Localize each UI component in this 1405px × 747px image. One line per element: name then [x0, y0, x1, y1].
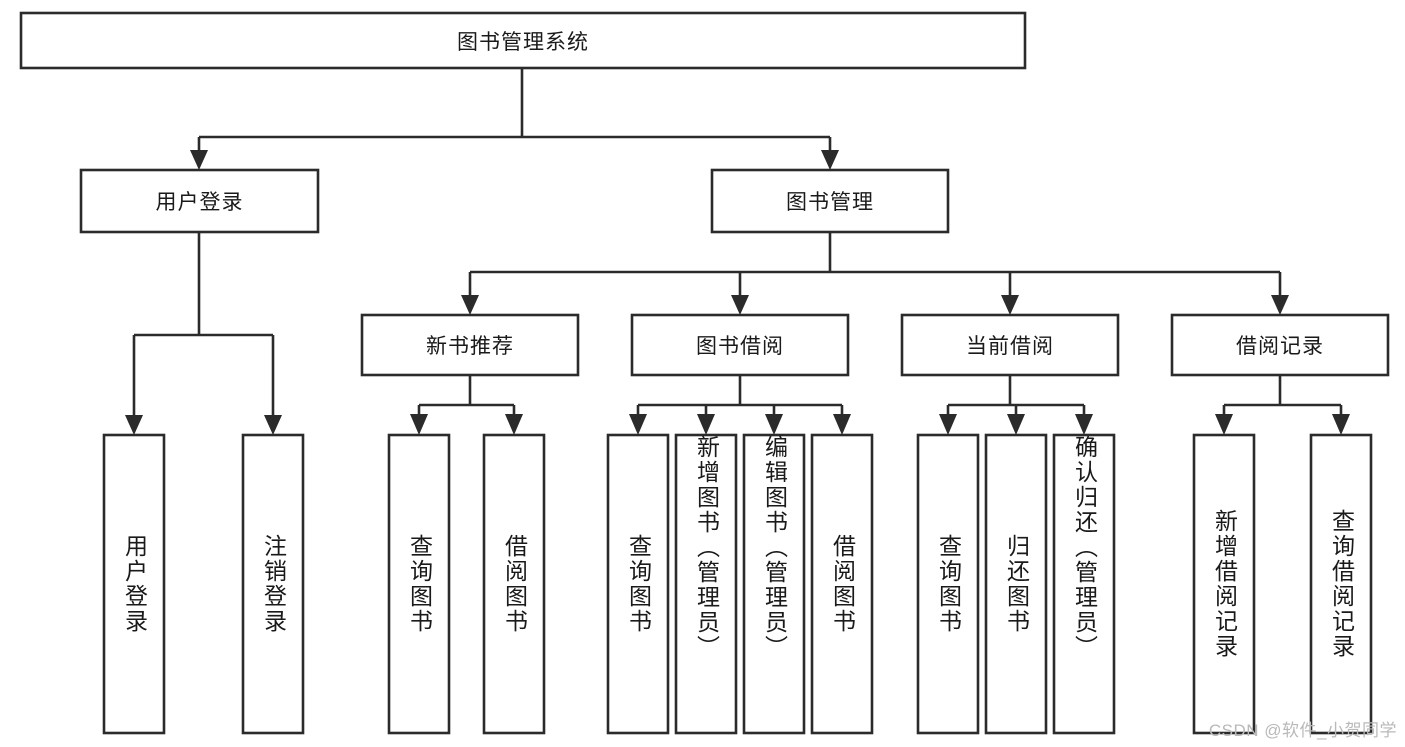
- arrowhead-leaf-add-book: [697, 414, 715, 435]
- connectors-layer: [125, 68, 1350, 435]
- node-book-manage[interactable]: [710, 168, 950, 234]
- node-leaf-return-book[interactable]: [984, 433, 1048, 735]
- node-new-book-recommend[interactable]: [360, 313, 580, 377]
- arrowhead-leaf-query-book-2: [629, 414, 647, 435]
- arrowhead-leaf-borrow-book-2: [833, 414, 851, 435]
- node-leaf-borrow-book-2[interactable]: [810, 433, 874, 735]
- node-leaf-add-record[interactable]: [1192, 433, 1256, 735]
- arrowhead-leaf-borrow-book-1: [505, 414, 523, 435]
- arrowhead-book-manage: [821, 150, 839, 170]
- watermark-text: CSDN @软件_小贺同学: [1208, 721, 1397, 740]
- arrowhead-new-book-recommend: [461, 295, 479, 315]
- arrowhead-leaf-user-logout: [264, 415, 282, 435]
- arrowhead-borrow-record: [1271, 295, 1289, 315]
- arrowhead-leaf-query-book-1: [410, 414, 428, 435]
- arrowhead-leaf-user-login: [125, 415, 143, 435]
- node-leaf-query-book-1[interactable]: [387, 433, 451, 735]
- arrowhead-book-borrow: [731, 295, 749, 315]
- arrowhead-leaf-return-book: [1007, 414, 1025, 435]
- node-leaf-query-record[interactable]: [1309, 433, 1373, 735]
- node-book-borrow[interactable]: [630, 313, 850, 377]
- node-leaf-confirm-return[interactable]: [1052, 433, 1116, 735]
- arrowhead-user-login: [190, 150, 208, 170]
- arrowhead-leaf-query-book-3: [939, 414, 957, 435]
- arrowhead-leaf-add-record: [1215, 414, 1233, 435]
- node-current-borrow[interactable]: [900, 313, 1120, 377]
- node-leaf-query-book-3[interactable]: [916, 433, 980, 735]
- arrowhead-leaf-confirm-return: [1075, 414, 1093, 435]
- node-leaf-user-logout[interactable]: [241, 433, 305, 735]
- node-leaf-borrow-book-1[interactable]: [482, 433, 546, 735]
- node-leaf-edit-book[interactable]: [742, 433, 806, 735]
- arrowhead-leaf-query-record: [1332, 414, 1350, 435]
- node-user-login[interactable]: [79, 168, 320, 234]
- node-root[interactable]: [19, 11, 1027, 70]
- nodes-layer: [19, 11, 1390, 735]
- node-leaf-query-book-2[interactable]: [606, 433, 670, 735]
- arrowhead-leaf-edit-book: [765, 414, 783, 435]
- node-leaf-user-login[interactable]: [102, 433, 166, 735]
- node-leaf-add-book[interactable]: [674, 433, 738, 735]
- arrowhead-current-borrow: [1001, 295, 1019, 315]
- node-borrow-record[interactable]: [1170, 313, 1390, 377]
